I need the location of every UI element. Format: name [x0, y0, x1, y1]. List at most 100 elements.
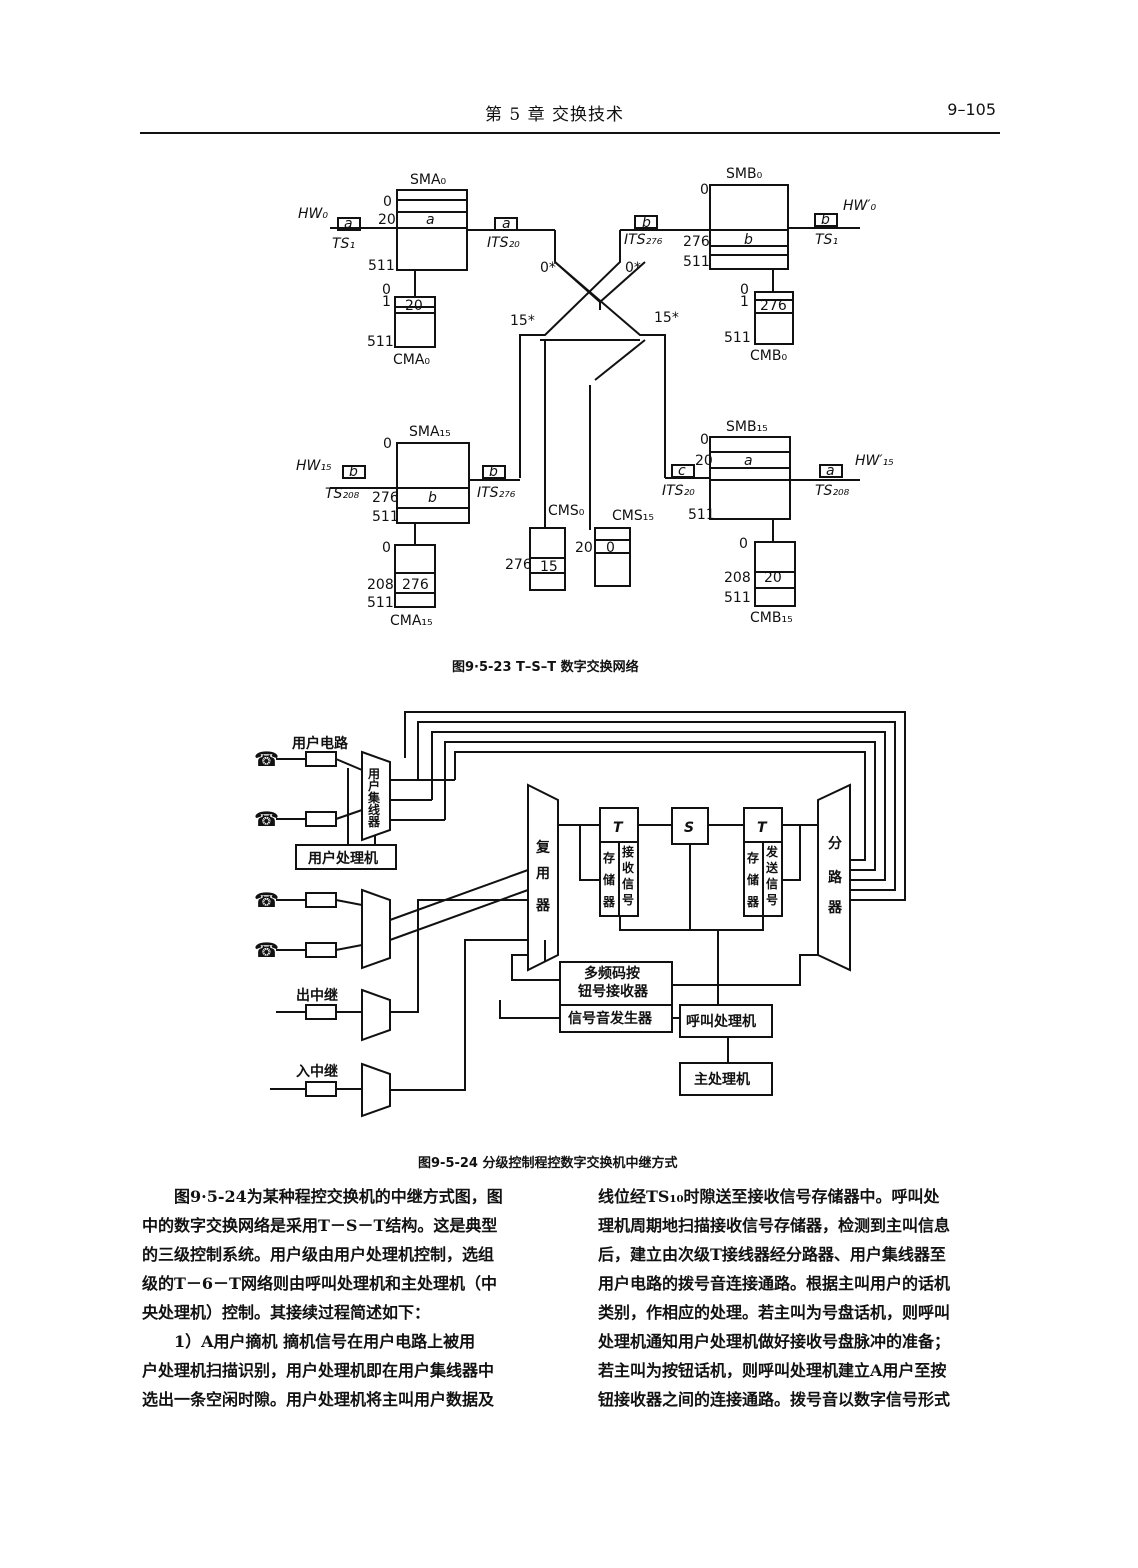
sma0-n511: 511	[368, 258, 395, 274]
para-line: 处理机通知用户处理机做好接收号盘脉冲的准备；	[598, 1332, 951, 1351]
send-mem-b1: 发	[765, 844, 779, 859]
zero-left: 0*	[540, 260, 556, 276]
telephone-icon: ☎	[254, 807, 279, 831]
fifteen-right: 15*	[654, 310, 679, 326]
user-processor-label: 用户处理机	[308, 850, 378, 867]
call-processor-label: 呼叫处理机	[686, 1013, 756, 1030]
multiplexer-c3: 器	[535, 898, 551, 914]
user-concentrator-c5: 器	[367, 815, 381, 829]
hw15-label: HW₁₅	[296, 458, 332, 474]
para-line: 中的数字交换网络是采用T－S－T结构。这是典型	[142, 1216, 498, 1235]
its20b-box-c: c	[678, 463, 686, 479]
zero-right: 0*	[625, 260, 641, 276]
tone-generator-label: 信号音发生器	[568, 1010, 653, 1027]
fig2-caption: 图9-5-24 分级控制程控数字交换机中继方式	[418, 1156, 678, 1171]
t-left-label: T	[613, 820, 624, 836]
recv-mem-b4: 号	[622, 892, 634, 907]
ts1-label: TS₁	[332, 236, 355, 252]
para-line: 后，建立由次级T接线器经分路器、用户集线器至	[598, 1245, 946, 1264]
smb0-n276: 276	[683, 234, 710, 250]
main-processor-label: 主处理机	[694, 1071, 750, 1088]
fifteen-left: 15*	[510, 313, 535, 329]
cms15-n: 20	[575, 540, 593, 556]
page-header: 第 5 章 交换技术 9–105	[140, 92, 1000, 134]
para-line: 若主叫为按钮话机，则呼叫处理机建立A用户至按	[598, 1361, 947, 1380]
hw15p-box-a: a	[826, 463, 835, 479]
cms0-n: 276	[505, 557, 532, 573]
user-concentrator-c4: 线	[368, 802, 380, 817]
para-line: 央处理机）控制。其接续过程简述如下：	[142, 1303, 431, 1322]
sma0-slot: a	[426, 212, 435, 228]
recv-mem-a3: 器	[602, 895, 616, 909]
cma0-n511: 511	[367, 334, 394, 350]
para-line: 1）A用户摘机 摘机信号在用户电路上被用	[174, 1332, 476, 1351]
send-mem-a3: 器	[746, 895, 760, 909]
t-right-label: T	[757, 820, 768, 836]
page-number: 9–105	[947, 100, 996, 119]
smb15-n511: 511	[688, 507, 715, 523]
cma0-slot: 20	[405, 298, 423, 314]
cma15-slot: 276	[402, 577, 429, 593]
cma15-n0: 0	[382, 540, 391, 556]
ts208-label: TS₂₀₈	[325, 486, 360, 502]
its276b-box-b: b	[489, 464, 498, 480]
sma0-title: SMA₀	[410, 172, 447, 188]
user-concentrator-c3: 集	[367, 790, 381, 805]
cma15-n511: 511	[367, 595, 394, 611]
cma0-n0: 0	[382, 282, 391, 298]
cmb15-title: CMB₁₅	[750, 610, 793, 626]
recv-mem-a2: 储	[603, 872, 615, 887]
its20-box-a: a	[502, 216, 511, 232]
its276b-label: ITS₂₇₆	[477, 485, 516, 501]
para-line: 级的T－6－T网络则由呼叫处理机和主处理机（中	[142, 1274, 497, 1293]
multiplexer-c1: 复	[535, 839, 551, 856]
demux-c2: 路	[828, 869, 843, 886]
send-mem-a1: 存	[746, 850, 759, 865]
cms0-slot: 15	[540, 559, 558, 575]
recv-mem-b3: 信	[622, 876, 634, 891]
hw0p-label: HW′₀	[843, 198, 877, 214]
para-line: 的三级控制系统。用户级由用户处理机控制，选组	[142, 1245, 495, 1264]
telephone-icon: ☎	[254, 938, 279, 962]
smb15-title: SMB₁₅	[726, 419, 768, 435]
para-line: 用户电路的拨号音连接通路。根据主叫用户的话机	[598, 1274, 951, 1293]
telephone-icon: ☎	[254, 888, 279, 912]
send-mem-b4: 号	[766, 892, 778, 907]
s-switch-label: S	[684, 820, 694, 836]
multiplexer-c2: 用	[536, 866, 550, 882]
cmb15-n511: 511	[724, 590, 751, 606]
tst-network-figure: SMA₀ 0 20 511 a 0 1 20 511 CMA₀ HW₀ a TS…	[296, 166, 894, 629]
user-concentrator-c2: 户	[368, 778, 380, 793]
chapter-title: 第 5 章 交换技术	[485, 105, 625, 125]
mf-receiver-line1: 多频码按	[584, 965, 640, 982]
hw0p-box-b: b	[821, 212, 830, 228]
cmb15-slot: 20	[764, 570, 782, 586]
cmb0-n0: 0	[740, 282, 749, 298]
its276-box-b: b	[642, 215, 651, 231]
para-line: 图9·5-24为某种程控交换机的中继方式图，图	[174, 1187, 503, 1206]
fig1-caption: 图9·5-23 T–S–T 数字交换网络	[452, 660, 639, 675]
para-line: 线位经TS₁₀时隙送至接收信号存储器中。呼叫处	[598, 1187, 940, 1206]
cms0-title: CMS₀	[548, 503, 585, 519]
sma15-n276: 276	[372, 490, 399, 506]
smb15-n0: 0	[700, 432, 709, 448]
recv-mem-b2: 收	[622, 860, 634, 875]
demux-c3: 器	[827, 900, 843, 916]
cmb0-slot: 276	[760, 298, 787, 314]
sma0-n20: 20	[378, 212, 396, 228]
cmb0-n1: 1	[740, 294, 749, 310]
recv-mem-a1: 存	[602, 850, 615, 865]
send-mem-a2: 储	[747, 872, 759, 887]
smb0-n511: 511	[683, 254, 710, 270]
cmb15-n0: 0	[739, 536, 748, 552]
recv-mem-b1: 接	[622, 844, 634, 859]
cms15-title: CMS₁₅	[612, 508, 654, 524]
left-column: 图9·5-24为某种程控交换机的中继方式图，图 中的数字交换网络是采用T－S－T…	[142, 1182, 562, 1414]
hw15-box-b: b	[349, 464, 358, 480]
right-column: 线位经TS₁₀时隙送至接收信号存储器中。呼叫处 理机周期地扫描接收信号存储器，检…	[598, 1182, 1018, 1414]
sma15-title: SMA₁₅	[409, 424, 451, 440]
its20b-label: ITS₂₀	[662, 483, 695, 499]
send-mem-b2: 送	[765, 860, 779, 875]
smb0-title: SMB₀	[726, 166, 763, 182]
hw0-label: HW₀	[298, 206, 328, 222]
